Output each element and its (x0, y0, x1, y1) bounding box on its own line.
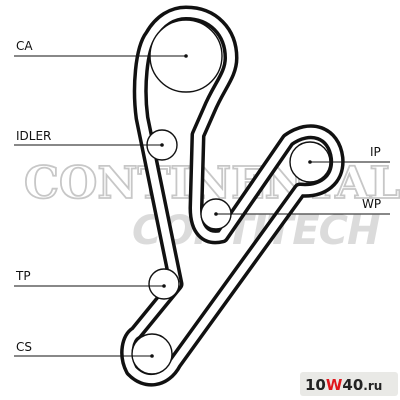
hub-wp (214, 212, 218, 216)
hub-tp (162, 284, 166, 288)
hub-ip (308, 160, 312, 164)
crankshaft-pulley (131, 333, 173, 375)
label-ip: IP (370, 145, 381, 159)
badge-background (300, 372, 398, 396)
hub-idler (160, 143, 164, 147)
label-tp: TP (15, 269, 31, 283)
label-wp: WP (362, 197, 381, 211)
leader-lines (14, 55, 390, 357)
tensioner-pulley (148, 268, 180, 300)
badge-part-10: 10 (305, 376, 326, 394)
badge-part-w: W (326, 376, 343, 394)
hub-cs (150, 354, 154, 358)
pulley-hubs (150, 54, 312, 358)
badge-part-ru: .ru (363, 379, 382, 393)
site-badge: 10W40.ru (300, 372, 398, 396)
badge-text: 10W40.ru (305, 376, 382, 394)
label-cs: CS (16, 340, 32, 354)
label-ca: CA (16, 39, 33, 53)
labels: CA IDLER IP WP TP CS (15, 39, 381, 354)
badge-part-40: 40 (342, 376, 363, 394)
timing-belt (120, 5, 345, 387)
label-idler: IDLER (16, 129, 51, 143)
hub-ca (184, 54, 188, 58)
belt-inner-line (123, 9, 342, 383)
